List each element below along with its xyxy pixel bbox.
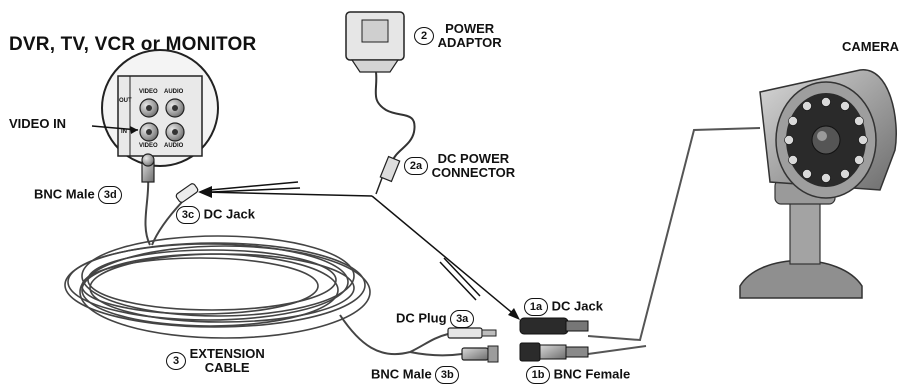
video-in-arrowhead (130, 126, 138, 134)
bnc-male-3b-icon (461, 345, 499, 363)
video-in-leader (91, 125, 139, 131)
camera-label: CAMERA (842, 39, 900, 54)
panel-in-label: IN (121, 129, 127, 135)
dc-power-connector-line2: CONNECTOR (431, 165, 516, 180)
callout-number: 3c (176, 206, 200, 224)
bnc-male-3d-icon (141, 153, 155, 183)
bnc-male-3b-label: BNC Male 3b (371, 366, 460, 384)
bnc-male-3d-text: BNC Male (34, 186, 95, 202)
camera-icon (739, 69, 897, 299)
bnc-male-3d-label: BNC Male 3d (34, 186, 123, 204)
bnc-female-1b-label: 1b BNC Female (526, 366, 630, 384)
extension-cable-line1: EXTENSION (189, 346, 265, 361)
dc-power-connector-line1: DC POWER (437, 151, 510, 166)
power-adaptor-line2: ADAPTOR (437, 35, 502, 50)
dc-jack-1a-icon (519, 317, 589, 335)
bnc-male-3b-text: BNC Male (371, 366, 432, 382)
callout-number: 3a (450, 310, 475, 328)
camera-pigtail-cable (587, 127, 761, 355)
dc-jack-3c-icon (175, 183, 199, 203)
dc-jack-3c-arrowhead (198, 186, 212, 198)
callout-number: 3b (435, 366, 460, 384)
extension-cable-leads (144, 175, 463, 357)
panel-video-label-top: VIDEO (139, 89, 158, 95)
video-in-label: VIDEO IN (9, 116, 67, 131)
bnc-female-1b-text: BNC Female (553, 366, 631, 382)
bnc-female-1b-icon (519, 342, 589, 362)
dc-power-connector-label: 2a DC POWER CONNECTOR (404, 152, 515, 180)
power-adaptor-label: 2 POWER ADAPTOR (414, 22, 502, 50)
dc-plug-3a-text: DC Plug (396, 310, 447, 326)
panel-audio-label-top: AUDIO (164, 89, 184, 95)
power-adaptor-line1: POWER (445, 21, 495, 36)
connection-lines (201, 181, 517, 317)
dc-jack-1a-arrowhead (508, 308, 520, 320)
extension-cable-line2: CABLE (204, 360, 250, 375)
callout-number: 3d (98, 186, 123, 204)
callout-number: 2 (414, 27, 434, 45)
panel-video-label-bottom: VIDEO (139, 143, 158, 149)
extension-cable-label: 3 EXTENSION CABLE (166, 347, 265, 375)
dc-jack-3c-text: DC Jack (203, 206, 255, 222)
dc-jack-3c-label: 3c DC Jack (176, 206, 255, 224)
dc-power-connector-icon (375, 155, 401, 195)
callout-number: 3 (166, 352, 186, 370)
dc-plug-3a-label: DC Plug 3a (396, 310, 475, 328)
page-title: DVR, TV, VCR or MONITOR (9, 34, 257, 55)
callout-number: 1b (526, 366, 550, 384)
callout-number: 1a (524, 298, 548, 316)
panel-audio-label-bottom: AUDIO (164, 143, 184, 149)
dc-plug-3a-icon (447, 327, 497, 339)
panel-out-label: OUT (119, 98, 132, 104)
dc-jack-1a-label: 1a DC Jack (524, 298, 603, 316)
monitor-input-panel-icon (101, 49, 219, 167)
callout-number: 2a (404, 157, 428, 175)
extension-cable-coil-icon (64, 235, 371, 339)
power-adaptor-icon (345, 11, 416, 163)
dc-jack-1a-text: DC Jack (551, 298, 603, 314)
